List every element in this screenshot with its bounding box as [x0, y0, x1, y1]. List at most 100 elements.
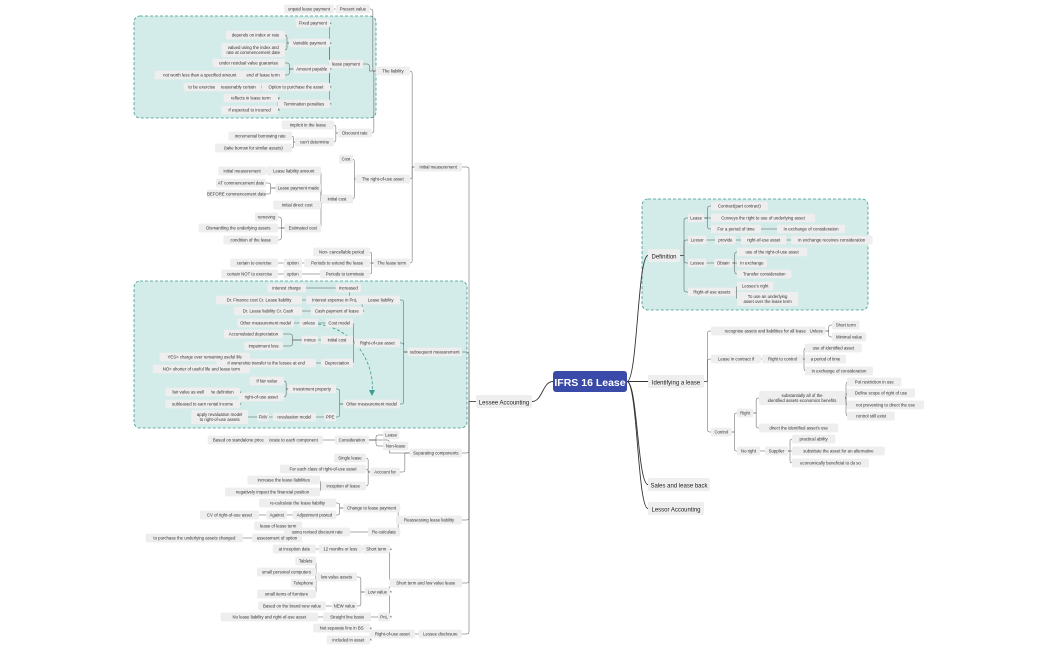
node-adj[interactable]: Adjustment posted [292, 510, 336, 520]
node-d_lessor[interactable]: Lessor [688, 235, 707, 245]
node-dr_fin[interactable]: Dr. Finance cost Cr. Lease liability [216, 295, 302, 305]
node-reas[interactable]: reasonably certain [215, 82, 262, 92]
node-depr[interactable]: Depreciation [321, 358, 353, 368]
node-cte[interactable]: certain to exercise [230, 258, 278, 268]
node-to_ex[interactable]: to be exercise [183, 82, 221, 92]
node-int_exp[interactable]: Interest expense in PnL [306, 295, 363, 305]
node-chg[interactable]: Change to lease payment [343, 503, 400, 513]
node-var[interactable]: Variable payment [289, 38, 330, 48]
node-fmv[interactable]: FMV [257, 412, 269, 422]
node-ll[interactable]: Lease liability [361, 295, 400, 305]
node-im[interactable]: Initial measurement [414, 162, 462, 172]
node-consid[interactable]: Consideration [334, 435, 369, 445]
node-i_dsr[interactable]: Define scope of right of use [847, 388, 915, 398]
node-opt2[interactable]: option [283, 269, 303, 279]
node-nonlease[interactable]: Non-lease [383, 441, 409, 451]
node-cpol[interactable]: Cash payment of lease [310, 306, 363, 316]
node-dism[interactable]: Dismantling the underlying assets [198, 223, 278, 233]
node-fixed[interactable]: Fixed payment [295, 18, 330, 28]
node-dep_idx[interactable]: depends on index or rate [226, 30, 285, 40]
node-pext[interactable]: Periods to extend the lease [304, 258, 370, 268]
node-tel[interactable]: Telephone [290, 578, 316, 588]
node-i_unl[interactable]: Unless [807, 326, 826, 336]
node-costm[interactable]: Cost model [325, 318, 354, 328]
node-i_iec[interactable]: in exchange of consideration [805, 366, 873, 376]
node-d_obt[interactable]: Obtain [714, 258, 733, 268]
node-incr[interactable]: Increased [335, 283, 361, 293]
node-inic[interactable]: initial cost [321, 335, 353, 345]
node-nwl[interactable]: not worth less than a specified amount [154, 70, 246, 80]
node-rou2[interactable]: Right-of-use asset [354, 338, 401, 348]
node-lpm[interactable]: Lease payment made [275, 183, 322, 193]
node-d_use[interactable]: use of the right-of-use asset [737, 247, 808, 257]
node-pterm[interactable]: Periods to terminate [320, 269, 370, 279]
node-d_iec[interactable]: In exchange of consideration [777, 224, 845, 234]
node-cost[interactable]: Cost [339, 154, 353, 164]
node-impl[interactable]: implicit in the lease [281, 120, 334, 130]
node-i_sup[interactable]: Supplier [765, 446, 788, 456]
node-tpu[interactable]: to purchase the underlying assets change… [145, 533, 243, 543]
node-i_st[interactable]: Short term [832, 320, 860, 330]
node-lease[interactable]: Lease [383, 430, 400, 440]
node-tablets[interactable]: Tablets [295, 556, 316, 566]
node-revm[interactable]: revaluation model [272, 412, 316, 422]
node-d_prov[interactable]: provide [715, 235, 736, 245]
node-sep[interactable]: Separating components [409, 448, 462, 458]
node-nll[interactable]: No lease liability and right-of-use asse… [220, 612, 318, 622]
node-estc[interactable]: Estimated cost [284, 223, 322, 233]
node-i_nor[interactable]: No right [737, 446, 760, 456]
node-lv[interactable]: Low value [364, 587, 390, 597]
node-rou[interactable]: The right-of-use asset [355, 174, 411, 184]
node-spc[interactable]: small personal computers [257, 567, 316, 577]
node-d_fpt[interactable]: For a period of time [711, 224, 761, 234]
node-i_cse[interactable]: control still exist [847, 411, 895, 421]
node-d_lease[interactable]: Lease [688, 213, 705, 223]
node-imeas[interactable]: initial measurement [218, 166, 266, 176]
node-sif[interactable]: small items of furniture [257, 589, 316, 599]
node-incep[interactable]: inception of lease [320, 481, 367, 491]
root-node-box[interactable] [553, 371, 627, 392]
node-bsp[interactable]: Based on standalone price [207, 435, 269, 445]
node-opt1[interactable]: option [283, 258, 303, 268]
node-m12[interactable]: 12 months or less [318, 544, 362, 554]
node-slb[interactable]: Straight line basis [323, 612, 371, 622]
node-recal[interactable]: re-calculate the lease liability [259, 498, 336, 508]
node-fvw[interactable]: fair value as well [165, 387, 212, 397]
node-int_ch[interactable]: interest charge [267, 283, 306, 293]
node-d_lessee[interactable]: Lessee [688, 258, 707, 268]
node-i_dir[interactable]: direct the identified asset's use [759, 423, 839, 433]
node-cv[interactable]: CV of right-of-use asset [200, 510, 259, 520]
node-idc[interactable]: Initial direct cost [273, 200, 321, 210]
node-bfc[interactable]: BEFORE commencement date [207, 189, 267, 199]
node-impl_loss[interactable]: impairment loss [244, 341, 283, 351]
node-each[interactable]: For each class of right-of-use asset [280, 464, 366, 474]
node-amt_pay[interactable]: Amount payable [293, 64, 331, 74]
node-pnl[interactable]: PnL [378, 612, 390, 622]
node-d_inex[interactable]: In exchange [737, 258, 767, 268]
node-iffv[interactable]: If fair value [249, 376, 284, 386]
node-remv[interactable]: removing [255, 212, 278, 222]
node-minus[interactable]: minus [301, 335, 318, 345]
node-st[interactable]: Short term [362, 544, 391, 554]
node-reas_ll[interactable]: Reassessing lease liability [396, 515, 462, 525]
node-ibr[interactable]: incremental borrowing rate [228, 131, 293, 141]
node-i_eco[interactable]: economically beneficial to do so [792, 458, 869, 468]
node-if_exp[interactable]: if expected to incurred [221, 105, 278, 115]
sale-leaseback-box[interactable] [648, 478, 710, 491]
node-recalc[interactable]: Re-calculate [368, 527, 400, 537]
node-atc[interactable]: AT commencement date [216, 178, 266, 188]
node-uplp[interactable]: unpaid lease payment [284, 4, 334, 14]
node-pv[interactable]: Present value [335, 4, 370, 14]
node-aid[interactable]: at inception date [272, 544, 316, 554]
definition-box[interactable] [648, 249, 680, 262]
node-nwv[interactable]: NEW value [331, 601, 357, 611]
node-d_tc[interactable]: Transfer consideration [737, 269, 792, 279]
node-term_pen[interactable]: Termination penalties [277, 99, 330, 109]
node-i_npd[interactable]: not preventing to direct the use [847, 400, 924, 410]
node-dr_ll[interactable]: Dr. Lease liability Cr. Cash [234, 306, 302, 316]
node-alloc[interactable]: Allocate to each component [259, 435, 324, 445]
node-ic[interactable]: initial cost [321, 194, 353, 204]
